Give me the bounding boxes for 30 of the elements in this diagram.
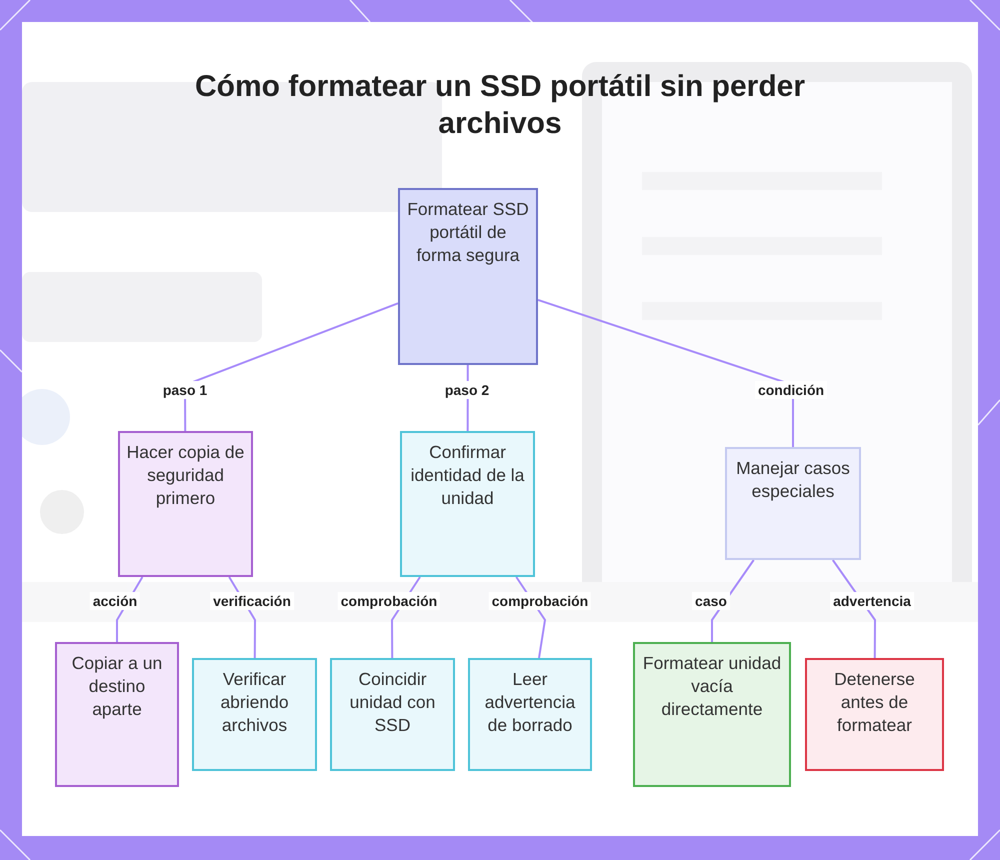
node-text: Verificar abriendo archivos [219, 668, 290, 737]
edge-label: verificación [210, 592, 294, 610]
process-box [55, 642, 179, 787]
edge-label: condición [754, 381, 828, 399]
process-box [192, 658, 317, 771]
node-text: Copiar a un destino aparte [70, 652, 164, 721]
edge-label: comprobación [338, 592, 440, 610]
root-box [398, 188, 538, 365]
connector-line [538, 298, 794, 447]
process-box [400, 431, 535, 577]
process-box [468, 658, 592, 771]
node-text: Detenerse antes de formatear [833, 668, 916, 737]
node-text: Coincidir unidad con SSD [348, 668, 436, 737]
title: Cómo formatear un SSD portátil sin perder archivos [194, 69, 806, 142]
node-text: Formatear unidad vacía directamente [642, 652, 782, 721]
process-box [633, 642, 791, 787]
process-box [725, 447, 861, 560]
edge-label: comprobación [488, 592, 592, 610]
node-text: Hacer copia de seguridad primero [126, 441, 245, 510]
edge-label: acción [90, 592, 140, 610]
node-text: Formatear SSD portátil de forma segura [406, 198, 530, 267]
process-box [118, 431, 253, 577]
edge-label: caso [692, 592, 730, 610]
edge-label: advertencia [830, 592, 914, 610]
process-box [330, 658, 455, 771]
connector-line [184, 302, 398, 431]
node-text: Leer advertencia de borrado [484, 668, 576, 737]
node-text: Confirmar identidad de la unidad [410, 441, 526, 510]
process-box [805, 658, 944, 771]
node-text: Manejar casos especiales [735, 457, 851, 503]
